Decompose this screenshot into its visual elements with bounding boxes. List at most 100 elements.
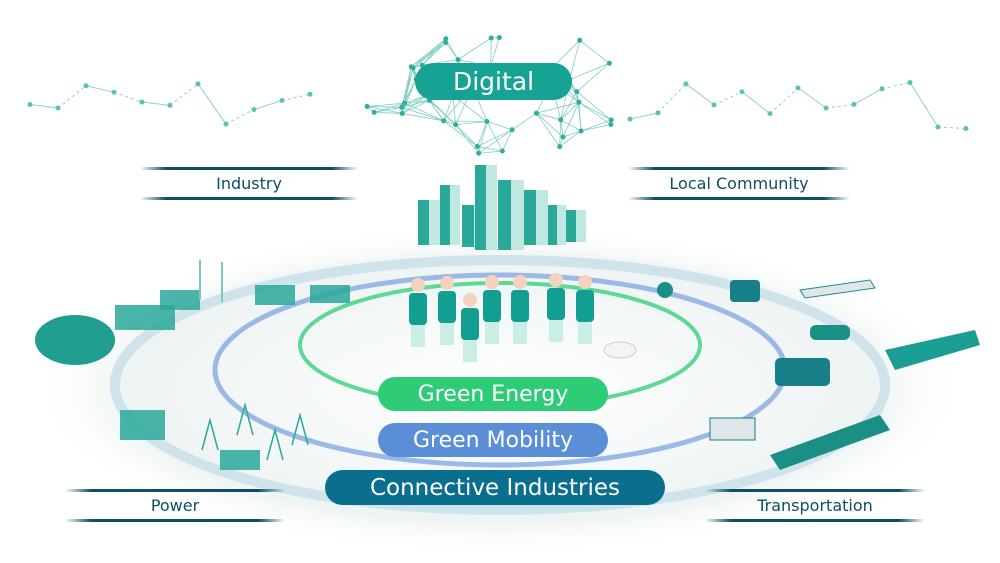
network-link xyxy=(569,40,581,80)
sector-label-power: Power xyxy=(65,489,285,522)
network-link xyxy=(881,82,911,90)
network-link xyxy=(560,119,582,132)
network-link xyxy=(401,95,427,108)
person-legs xyxy=(513,322,527,344)
person-head xyxy=(485,275,499,289)
network-node xyxy=(251,106,257,112)
network-node xyxy=(823,105,829,111)
network-link xyxy=(569,62,610,81)
bus xyxy=(775,358,830,386)
network-node xyxy=(371,109,377,115)
network-link xyxy=(536,112,560,147)
network-node xyxy=(111,89,117,95)
network-node xyxy=(608,121,614,127)
network-node xyxy=(195,81,201,87)
network-link xyxy=(478,150,503,154)
power-pylon xyxy=(201,417,219,451)
network-node xyxy=(608,117,614,123)
building-face xyxy=(511,180,524,250)
network-link xyxy=(457,37,492,60)
network-node xyxy=(476,150,482,156)
network-link xyxy=(909,82,939,128)
network-link xyxy=(374,102,405,113)
network-link xyxy=(197,83,227,125)
network-link xyxy=(443,120,487,122)
network-link xyxy=(421,42,446,66)
network-link xyxy=(404,66,412,104)
network-node xyxy=(83,83,89,89)
network-node xyxy=(408,64,414,70)
network-link xyxy=(685,83,715,106)
network-node xyxy=(557,144,563,150)
person-body xyxy=(511,290,529,322)
building-face xyxy=(536,190,548,245)
network-node xyxy=(364,103,370,109)
network-link xyxy=(657,83,687,114)
network-link xyxy=(85,85,115,93)
facility xyxy=(310,285,350,303)
building-face xyxy=(576,210,586,242)
network-node xyxy=(484,119,490,125)
facility xyxy=(160,290,200,310)
network-link xyxy=(367,102,405,107)
digital-badge: Digital xyxy=(415,63,572,100)
network-link xyxy=(825,103,855,109)
network-link xyxy=(404,102,444,122)
network-link xyxy=(486,121,503,152)
network-link xyxy=(113,91,143,103)
network-link xyxy=(536,112,561,121)
network-link xyxy=(579,39,610,64)
facility xyxy=(220,450,260,470)
network-link xyxy=(443,120,478,147)
person-body xyxy=(438,291,456,323)
network-node xyxy=(488,35,494,41)
person-legs xyxy=(578,322,592,344)
person-legs xyxy=(440,323,454,345)
power-pylon xyxy=(236,402,254,436)
network-link xyxy=(581,124,611,132)
network-link xyxy=(741,91,771,114)
person-body xyxy=(409,293,427,325)
network-node xyxy=(496,35,502,41)
network-link xyxy=(580,119,612,132)
network-link xyxy=(402,113,444,122)
network-node xyxy=(577,37,583,43)
network-link xyxy=(455,124,478,147)
network-node xyxy=(767,111,773,117)
network-node xyxy=(533,110,539,116)
network-node xyxy=(606,60,612,66)
network-node xyxy=(683,81,689,87)
network-node xyxy=(453,122,459,128)
network-link xyxy=(374,111,403,114)
network-node xyxy=(576,99,582,105)
network-link xyxy=(853,88,883,105)
network-link xyxy=(562,102,580,138)
network-link xyxy=(476,121,488,147)
power-pylon xyxy=(291,412,309,446)
network-link xyxy=(478,129,513,154)
network-link xyxy=(401,106,444,122)
network-link xyxy=(141,101,171,106)
network-node xyxy=(167,102,173,108)
network-node xyxy=(27,102,33,108)
network-link xyxy=(560,119,564,138)
network-link xyxy=(57,85,87,109)
network-link xyxy=(559,119,562,147)
layer-green-mobility: Green Mobility xyxy=(378,423,608,457)
hill xyxy=(35,315,115,365)
person-head xyxy=(411,278,425,292)
network-link xyxy=(477,129,513,147)
network-link xyxy=(560,102,580,121)
airplane xyxy=(799,279,876,299)
person-legs xyxy=(411,325,425,347)
sector-label-transportation: Transportation xyxy=(705,489,925,522)
layer-connective-industries: Connective Industries xyxy=(325,470,665,505)
network-link xyxy=(578,101,612,125)
network-node xyxy=(509,127,515,133)
network-node xyxy=(907,80,913,86)
network-link xyxy=(536,101,579,114)
network-link xyxy=(797,87,827,109)
person-body xyxy=(576,290,594,322)
network-link xyxy=(410,38,447,68)
